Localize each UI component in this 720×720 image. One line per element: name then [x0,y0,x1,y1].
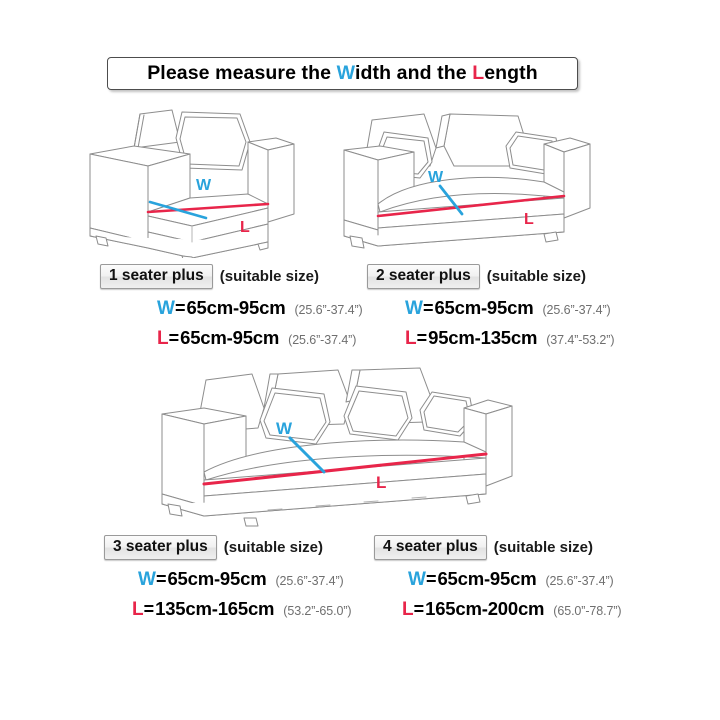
width-row: W = 65cm-95cm (25.6”-37.4”) [408,568,694,590]
length-label: L [524,211,534,228]
seater-badge: 3 seater plus [104,535,217,561]
two-seat-sofa-line-drawing: W L [343,113,591,249]
width-inches: (25.6”-37.4”) [275,574,344,589]
length-line [202,452,488,486]
length-row: L = 65cm-95cm (25.6”-37.4”) [157,327,390,349]
length-letter: L [132,599,144,621]
seater-badge: 1 seater plus [100,264,213,290]
width-letter: W [138,569,156,591]
seater-badge: 4 seater plus [374,535,487,561]
width-label: W [276,419,293,438]
spec-block-1-seater: 1 seater plus (suitable size) W = 65cm-9… [100,264,390,349]
suitable-size-label: (suitable size) [219,268,319,286]
suitable-size-label: (suitable size) [223,539,323,557]
length-inches: (37.4”-53.2”) [546,333,615,348]
width-letter: W [157,298,175,320]
width-equals: = [155,569,167,590]
length-inches: (25.6”-37.4”) [288,333,357,348]
width-label: W [196,177,212,194]
width-row: W = 65cm-95cm (25.6”-37.4”) [157,297,390,319]
width-value: 65cm-95cm [434,297,534,319]
suitable-size-label: (suitable size) [493,539,593,557]
width-equals: = [422,298,434,319]
width-inches: (25.6”-37.4”) [542,303,611,318]
width-inches: (25.6”-37.4”) [294,303,363,318]
measurement-lines-large-sofa [202,436,488,486]
title-width-letter: W [336,62,355,84]
page-title: Please measure the Width and the Length [147,62,538,85]
width-inches: (25.6”-37.4”) [545,574,614,589]
title-suffix: ength [484,62,538,84]
spec-header: 2 seater plus (suitable size) [367,264,687,290]
width-row: W = 65cm-95cm (25.6”-37.4”) [138,568,394,590]
spec-header: 3 seater plus (suitable size) [104,535,394,561]
sofa-illustration-1-seater: W L [72,108,312,258]
width-equals: = [174,298,186,319]
measurement-lines-1-seater [146,200,270,220]
length-equals: = [413,599,425,620]
length-row: L = 135cm-165cm (53.2”-65.0”) [132,598,394,620]
length-label: L [376,473,386,492]
large-sofa-line-drawing: W L [161,367,513,527]
width-equals: = [425,569,437,590]
length-equals: = [168,328,180,349]
width-line [438,184,464,216]
length-letter: L [402,599,414,621]
sofa-illustration-2-seater: W L [332,108,604,258]
sofa-illustration-large: W L [148,366,528,531]
suitable-size-label: (suitable size) [486,268,586,286]
length-value: 165cm-200cm [425,598,545,620]
length-line [376,194,566,218]
spec-block-4-seater: 4 seater plus (suitable size) W = 65cm-9… [374,535,694,620]
length-line [146,202,270,214]
armchair-line-drawing: W L [89,109,295,258]
title-length-letter: L [472,62,485,84]
spec-header: 1 seater plus (suitable size) [100,264,390,290]
length-row: L = 95cm-135cm (37.4”-53.2”) [405,327,687,349]
length-equals: = [416,328,428,349]
measurement-lines-2-seater [376,184,566,218]
length-label: L [240,219,250,236]
length-letter: L [405,328,417,350]
width-label: W [428,169,444,186]
width-line [148,200,208,220]
width-line [288,436,326,474]
title-prefix: Please measure the [147,62,337,84]
spec-header: 4 seater plus (suitable size) [374,535,694,561]
width-value: 65cm-95cm [167,568,267,590]
width-letter: W [405,298,423,320]
length-inches: (53.2”-65.0”) [283,604,352,619]
width-value: 65cm-95cm [437,568,537,590]
length-value: 65cm-95cm [180,327,280,349]
length-row: L = 165cm-200cm (65.0”-78.7”) [402,598,694,620]
spec-block-2-seater: 2 seater plus (suitable size) W = 65cm-9… [367,264,687,349]
length-inches: (65.0”-78.7”) [553,604,622,619]
width-row: W = 65cm-95cm (25.6”-37.4”) [405,297,687,319]
seater-badge: 2 seater plus [367,264,480,290]
length-value: 95cm-135cm [428,327,538,349]
width-value: 65cm-95cm [186,297,286,319]
title-middle: idth and the [354,62,473,84]
length-letter: L [157,328,169,350]
spec-block-3-seater: 3 seater plus (suitable size) W = 65cm-9… [104,535,394,620]
width-letter: W [408,569,426,591]
length-equals: = [143,599,155,620]
length-value: 135cm-165cm [155,598,275,620]
title-banner: Please measure the Width and the Length [107,57,578,90]
